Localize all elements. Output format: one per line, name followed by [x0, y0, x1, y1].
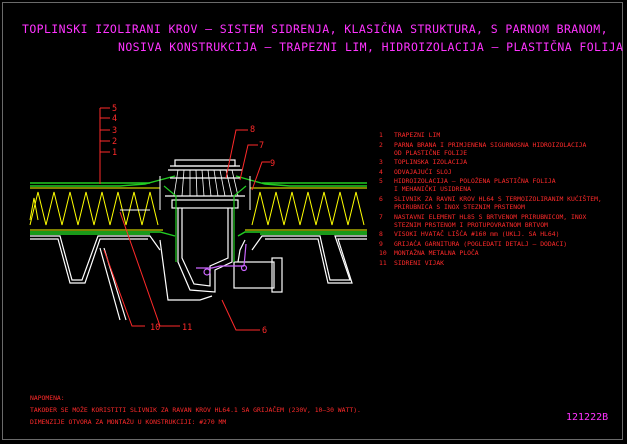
anchor-screws	[120, 176, 251, 211]
drain-flange-membrane	[163, 185, 247, 262]
leaf-guard-grille	[173, 169, 239, 197]
drawing-code: 121222B	[566, 412, 609, 423]
note-heading: NAPOMENA:	[30, 394, 65, 402]
callout-6: 6	[262, 326, 267, 336]
callout-11: 11	[182, 323, 192, 333]
callout-7: 7	[259, 141, 264, 151]
drawing-frame	[2, 2, 623, 440]
note-line-2: DIMENZIJE OTVORA ZA MONTAŽU U KONSTRUKCI…	[30, 418, 227, 426]
callout-3: 3	[112, 126, 117, 136]
drain-body	[159, 159, 283, 301]
insulation-hatch	[29, 187, 367, 231]
trapezoidal-sheet	[30, 235, 367, 321]
callout-9: 9	[270, 159, 275, 169]
callout-2: 2	[112, 137, 117, 147]
callout-10: 10	[150, 323, 160, 333]
title-line-2: NOSIVA KONSTRUKCIJA – TRAPEZNI LIM, HIDR…	[118, 40, 624, 54]
title-line-1: TOPLINSKI IZOLIRANI KROV – SISTEM SIDREN…	[22, 22, 608, 36]
callout-5: 5	[112, 104, 117, 114]
callout-8: 8	[250, 125, 255, 135]
callout-1: 1	[112, 148, 117, 158]
callout-4: 4	[112, 114, 117, 124]
waterproofing-membrane	[30, 175, 367, 237]
heating-wire	[196, 243, 248, 276]
note-line-1: TAKOĐER SE MOŽE KORISTITI SLIVNIK ZA RAV…	[30, 406, 361, 414]
leader-lines	[99, 107, 270, 331]
insulation-layer	[30, 188, 367, 230]
